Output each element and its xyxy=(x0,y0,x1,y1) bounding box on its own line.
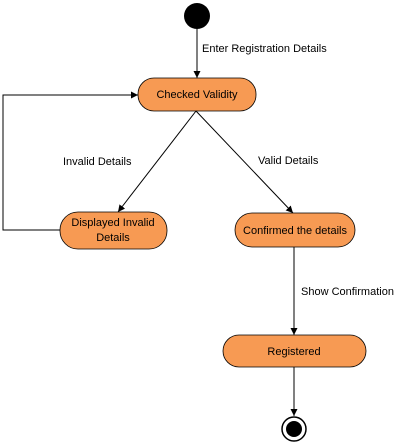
label-enter-registration: Enter Registration Details xyxy=(202,43,327,55)
state-registered-label: Registered xyxy=(267,346,320,358)
label-invalid-details: Invalid Details xyxy=(63,156,132,168)
initial-node xyxy=(184,3,210,29)
final-node xyxy=(281,416,307,442)
state-displayed-invalid-label-line1: Displayed Invalid xyxy=(71,217,154,229)
state-displayed-invalid-details: Displayed Invalid Details xyxy=(59,211,168,250)
state-checked-validity-label: Checked Validity xyxy=(156,89,238,101)
label-valid-details: Valid Details xyxy=(258,155,319,167)
state-checked-validity: Checked Validity xyxy=(137,77,257,112)
label-show-confirmation: Show Confirmation xyxy=(301,286,394,298)
edge-valid-details xyxy=(195,110,294,214)
edge-invalid-details xyxy=(117,110,197,213)
state-confirmed-details-label: Confirmed the details xyxy=(243,225,347,237)
state-confirmed-details: Confirmed the details xyxy=(234,212,356,248)
state-displayed-invalid-label-line2: Details xyxy=(96,232,130,244)
edge-loop-back xyxy=(2,91,138,231)
state-registered: Registered xyxy=(222,334,367,368)
